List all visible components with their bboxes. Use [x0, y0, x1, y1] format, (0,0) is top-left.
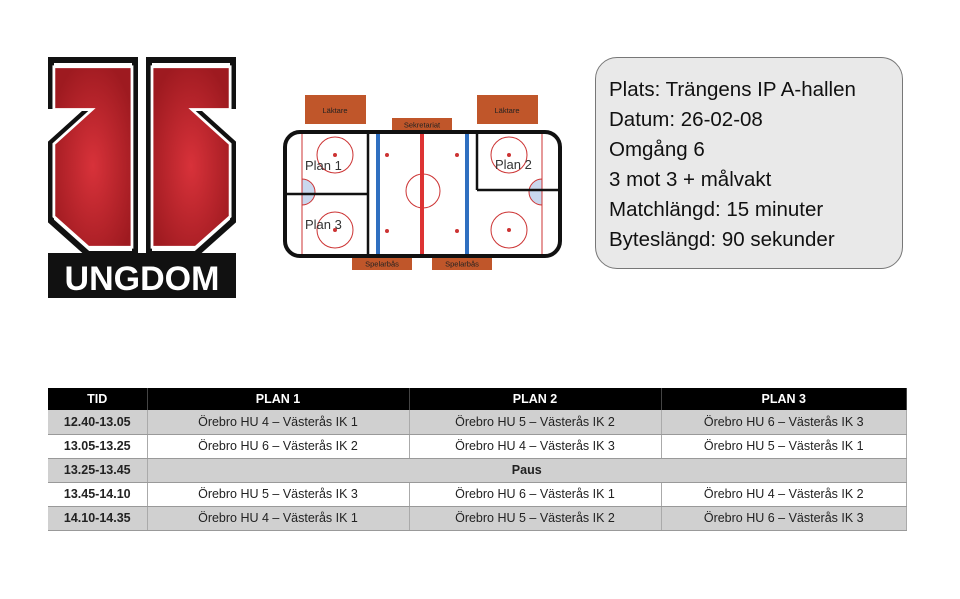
- plan2-label: Plan 2: [495, 157, 532, 172]
- ungdom-logo: UNGDOM: [48, 57, 236, 298]
- svg-text:Sekretariat: Sekretariat: [404, 121, 441, 130]
- info-match-length: Matchlängd: 15 minuter: [609, 198, 824, 221]
- stands-left: Läktare: [305, 95, 366, 124]
- info-shift-length: Byteslängd: 90 sekunder: [609, 228, 835, 251]
- match-info-box: Plats: Trängens IP A-hallen Datum: 26-02…: [595, 57, 903, 269]
- info-venue: Plats: Trängens IP A-hallen: [609, 78, 856, 101]
- svg-text:Läktare: Läktare: [494, 106, 519, 115]
- svg-text:Spelarbås: Spelarbås: [445, 260, 479, 269]
- plan1-label: Plan 1: [305, 158, 342, 173]
- bench-right: Spelarbås: [432, 257, 492, 270]
- info-date: Datum: 26-02-08: [609, 108, 763, 131]
- bench-left: Spelarbås: [352, 257, 412, 270]
- svg-text:Spelarbås: Spelarbås: [365, 260, 399, 269]
- info-format: 3 mot 3 + målvakt: [609, 168, 772, 191]
- svg-text:UNGDOM: UNGDOM: [65, 260, 220, 298]
- info-round: Omgång 6: [609, 138, 705, 161]
- stands-right: Läktare: [477, 95, 538, 124]
- secretariat: Sekretariat: [392, 118, 452, 131]
- svg-text:Läktare: Läktare: [322, 106, 347, 115]
- plan3-label: Plan 3: [305, 217, 342, 232]
- rink-diagram: Läktare Läktare Sekretariat Spelarbås Sp…: [283, 95, 562, 270]
- header-row: TID PLAN 1 PLAN 2 PLAN 3: [48, 388, 907, 410]
